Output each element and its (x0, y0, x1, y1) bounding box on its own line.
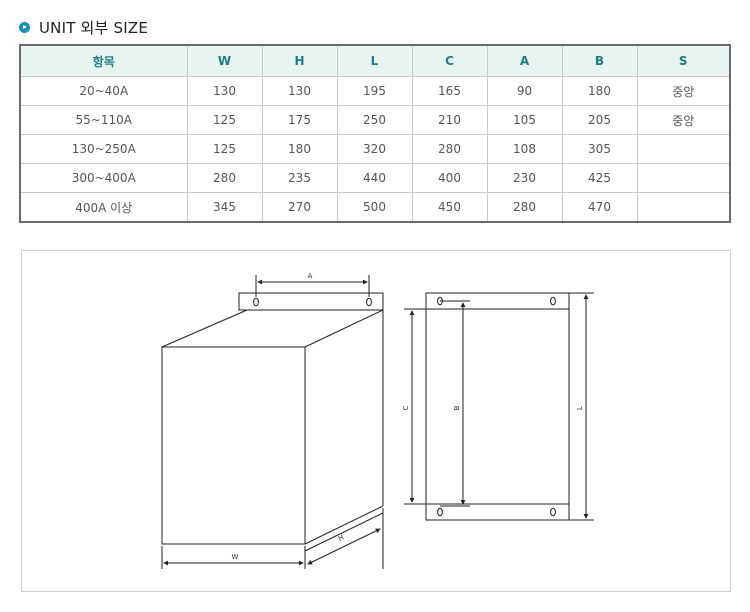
table-cell: 230 (486, 163, 563, 193)
table-cell: 130 (261, 76, 338, 106)
table-cell: 130~250A (19, 134, 188, 164)
table-cell: 235 (261, 163, 338, 193)
table-cell: 280 (486, 192, 563, 223)
mounting-hole (253, 297, 259, 307)
table-cell: 180 (561, 76, 638, 106)
mounting-hole (550, 296, 556, 306)
table-cell: 400A 이상 (19, 192, 188, 223)
circle-arrow-icon (19, 21, 30, 33)
table-cell: 105 (486, 105, 563, 135)
table-cell: 450 (411, 192, 488, 223)
column-header-h: H (261, 44, 338, 77)
table-row: 55~110A 125 175 250 210 105 205 중앙 (19, 105, 731, 135)
table-cell: 210 (411, 105, 488, 135)
unit-front-view (425, 292, 570, 521)
table-cell: 중앙 (636, 105, 731, 135)
table-cell: 440 (336, 163, 413, 193)
dimension-c (404, 308, 426, 505)
column-header-l: L (336, 44, 413, 77)
table-cell: 90 (486, 76, 563, 106)
table-cell: 108 (486, 134, 563, 164)
table-cell: 300~400A (19, 163, 188, 193)
dimension-h (304, 508, 384, 569)
column-header-a: A (486, 44, 563, 77)
table-cell: 165 (411, 76, 488, 106)
table-row: 300~400A 280 235 440 400 230 425 (19, 163, 731, 193)
dimension-a (255, 275, 370, 297)
table-cell: 305 (561, 134, 638, 164)
table-cell: 320 (336, 134, 413, 164)
table-cell: 280 (411, 134, 488, 164)
table-cell (636, 192, 731, 223)
table-cell: 125 (186, 134, 263, 164)
dimension-label-h: H (337, 533, 345, 542)
table-cell: 500 (336, 192, 413, 223)
unit-size-table: 항목 W H L C A B S 20~40A 130 130 195 165 … (19, 44, 731, 223)
table-row: 20~40A 130 130 195 165 90 180 중앙 (19, 76, 731, 106)
unit-front-face (161, 346, 306, 545)
table-cell: 180 (261, 134, 338, 164)
dimension-label-a: A (308, 272, 313, 280)
table-cell: 400 (411, 163, 488, 193)
table-cell: 175 (261, 105, 338, 135)
mounting-hole (550, 507, 556, 517)
table-row: 130~250A 125 180 320 280 108 305 (19, 134, 731, 164)
table-cell: 250 (336, 105, 413, 135)
table-cell: 55~110A (19, 105, 188, 135)
table-cell: 중앙 (636, 76, 731, 106)
dimension-label-b: B (453, 405, 461, 410)
table-cell: 205 (561, 105, 638, 135)
table-row: 400A 이상 345 270 500 450 280 470 (19, 192, 731, 223)
section-heading: UNIT 외부 SIZE (19, 16, 148, 38)
table-cell: 280 (186, 163, 263, 193)
dimension-l (569, 292, 594, 521)
column-header-b: B (561, 44, 638, 77)
table-cell: 270 (261, 192, 338, 223)
mounting-bracket-top (238, 292, 384, 311)
dimension-label-w: W (232, 553, 239, 561)
table-cell: 130 (186, 76, 263, 106)
dimension-label-c: C (402, 405, 410, 410)
dimension-drawing-svg: A W H C B L (161, 272, 594, 569)
mounting-hole (366, 297, 372, 307)
table-cell (636, 134, 731, 164)
table-cell: 470 (561, 192, 638, 223)
table-header-row: 항목 W H L C A B S (19, 44, 731, 77)
front-view-outline (425, 292, 570, 521)
table-cell: 125 (186, 105, 263, 135)
column-header-s: S (636, 44, 731, 77)
table-cell (636, 163, 731, 193)
dimension-drawing: A W H C B L (21, 250, 731, 592)
column-header-item: 항목 (19, 44, 188, 77)
column-header-w: W (186, 44, 263, 77)
unit-perspective-view (161, 292, 384, 545)
dimension-label-l: L (576, 406, 584, 410)
table-cell: 195 (336, 76, 413, 106)
table-cell: 20~40A (19, 76, 188, 106)
mounting-hole (437, 507, 443, 517)
table-cell: 345 (186, 192, 263, 223)
dimension-b (440, 300, 470, 507)
table-cell: 425 (561, 163, 638, 193)
section-title: UNIT 외부 SIZE (39, 18, 149, 37)
column-header-c: C (411, 44, 488, 77)
